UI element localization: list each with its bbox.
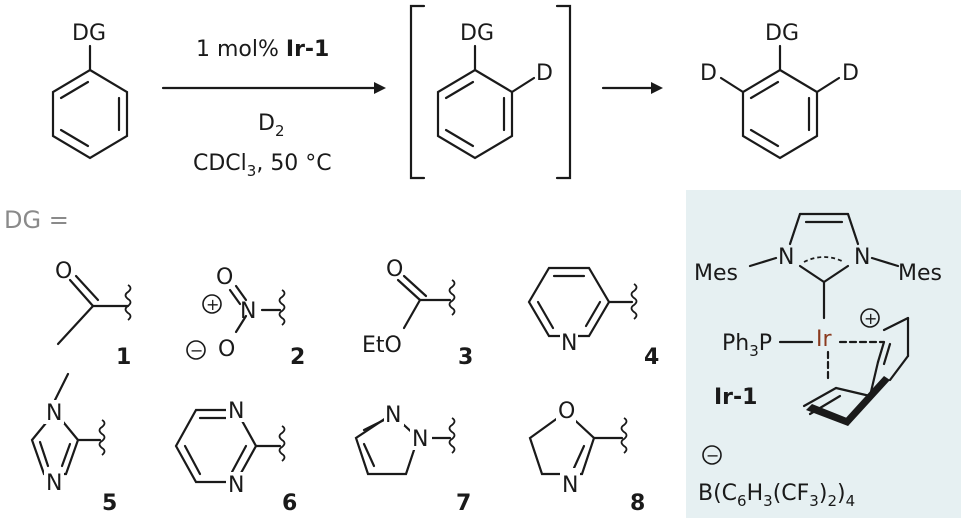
ir-plus-circle (860, 308, 880, 328)
dg-6-number: 6 (282, 491, 297, 516)
reaction-arrow-second (601, 82, 663, 94)
dg-5-imidazole (30, 372, 106, 492)
dg-7-nitrogen-right: N (412, 427, 428, 452)
counter-anion-formula: B(C6H3(CF3)2)4 (698, 481, 855, 510)
dg-header: DG = (4, 206, 69, 234)
dg-8-number: 8 (630, 491, 645, 516)
dg-6-nitrogen-bottom: N (228, 473, 244, 498)
intermediate-dg-label: DG (460, 21, 494, 46)
triphenylphosphine-label: Ph3P (722, 331, 772, 360)
iridium-center: Ir (816, 327, 832, 352)
dg-8-oxygen: O (558, 399, 575, 424)
dg-5-number: 5 (102, 491, 117, 516)
dg-8-oxazoline (528, 398, 628, 494)
product-d-left-label: D (700, 61, 717, 86)
dg-2-nitrogen: N (240, 299, 256, 324)
dg-6-nitrogen-top: N (228, 399, 244, 424)
intermediate-d-label: D (536, 61, 553, 86)
reactant-benzene (51, 44, 129, 160)
product-benzene (719, 44, 841, 160)
cod-ligand (802, 316, 910, 426)
catalyst-nhc-ligand (748, 212, 900, 320)
dg-3-ester (396, 274, 456, 330)
dg-8-nitrogen: N (562, 473, 578, 498)
intermediate-benzene (436, 44, 536, 160)
anion-minus-circle (702, 445, 722, 465)
dg-4-number: 4 (644, 345, 659, 370)
reactant-dg-label: DG (72, 21, 106, 46)
anion-minus-charge: − (706, 446, 719, 465)
dg-7-nitrogen-top: N (385, 403, 401, 428)
dg-2-number: 2 (290, 345, 305, 370)
nhc-nitrogen-right: N (854, 245, 870, 270)
dg-7-pyrazole (354, 402, 456, 476)
dg-2-nitro (186, 284, 286, 360)
catalyst-loading: 1 mol% Ir-1 (196, 37, 329, 62)
dg-1-number: 1 (116, 345, 131, 370)
catalyst-panel (686, 190, 961, 518)
dg-6-pyrimidine (174, 396, 286, 496)
dg-5-nitrogen-bottom: N (46, 471, 62, 496)
dg-5-nitrogen-top: N (46, 401, 62, 426)
product-dg-label: DG (765, 21, 799, 46)
dg-2-oxygen-bottom: O (218, 337, 235, 362)
dg-1-oxygen: O (55, 259, 72, 284)
dg-3-ethoxy: EtO (362, 333, 402, 358)
catalyst-name: Ir-1 (714, 385, 757, 410)
dg-3-number: 3 (458, 345, 473, 370)
dg-4-pyridine (527, 266, 638, 350)
reagent-label: D2 (258, 111, 285, 140)
solvent-label: CDCl3, 50 °C (193, 151, 332, 180)
mesityl-right: Mes (898, 261, 942, 286)
mesityl-left: Mes (694, 261, 738, 286)
dg-3-oxygen: O (386, 257, 403, 282)
reaction-arrow-main (161, 82, 386, 94)
dg-2-plus-charge: + (206, 295, 219, 314)
dg-2-oxygen-top: O (216, 265, 233, 290)
dg-4-nitrogen: N (561, 331, 577, 356)
dg-2-minus-charge: − (190, 341, 203, 360)
nhc-nitrogen-left: N (778, 245, 794, 270)
ir-plus-charge: + (864, 309, 877, 328)
intermediate-brackets (409, 4, 572, 180)
dg-7-number: 7 (456, 491, 471, 516)
dg-1-acetyl (56, 274, 132, 346)
product-d-right-label: D (842, 61, 859, 86)
